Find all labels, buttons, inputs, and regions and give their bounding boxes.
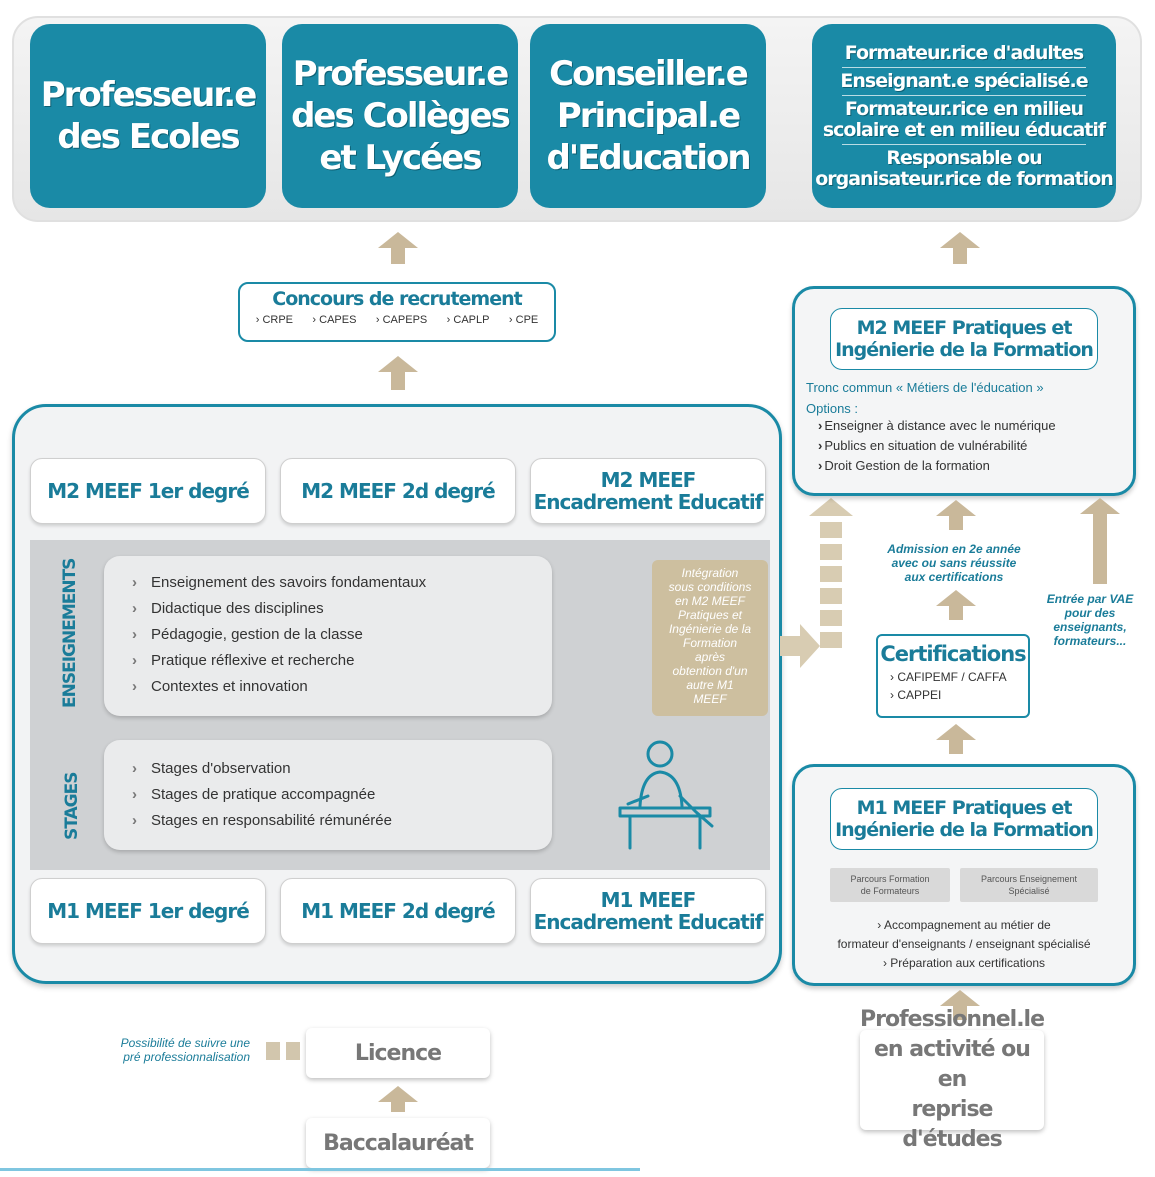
cert-item: › CAPPEI bbox=[890, 688, 942, 702]
dash bbox=[286, 1042, 300, 1060]
m2-2d-degre: M2 MEEF 2d degré bbox=[280, 458, 516, 524]
dashed-arrow-column bbox=[809, 498, 853, 648]
list-item: Stages d'observation bbox=[132, 756, 552, 782]
option-item: Enseigner à distance avec le numérique bbox=[818, 416, 1128, 436]
arrow-up-icon bbox=[936, 724, 976, 754]
arrow-up-icon bbox=[378, 1086, 418, 1112]
licence-label: Licence bbox=[354, 1040, 442, 1066]
student-desk-icon bbox=[618, 740, 714, 850]
divider bbox=[842, 143, 1086, 145]
m2-label: M2 MEEF 1er degré bbox=[47, 479, 250, 503]
job4-line-2: Enseignant.e spécialisé.e bbox=[840, 69, 1088, 92]
m1-pif-body: › Accompagnement au métier de formateur … bbox=[798, 916, 1130, 973]
dash bbox=[266, 1042, 280, 1060]
cert-item: › CAFIPEMF / CAFFA bbox=[890, 670, 1007, 684]
baccalaureat-box: Baccalauréat bbox=[306, 1118, 490, 1168]
m1-label: M1 MEEF 1er degré bbox=[47, 899, 250, 923]
baccalaureat-label: Baccalauréat bbox=[323, 1130, 474, 1156]
arrow-up-icon bbox=[378, 356, 418, 390]
concours-item: › CAPES bbox=[312, 314, 357, 326]
job-label: Conseiller.e Principal.e d'Education bbox=[546, 54, 751, 178]
list-item: Didactique des disciplines bbox=[132, 596, 552, 622]
job-cpe: Conseiller.e Principal.e d'Education bbox=[530, 24, 766, 208]
arrow-up-icon bbox=[936, 590, 976, 620]
divider bbox=[0, 1168, 640, 1171]
job-label: Professeur.e des Collèges et Lycées bbox=[291, 54, 511, 178]
job-formateur: Formateur.rice d'adultes Enseignant.e sp… bbox=[812, 24, 1116, 208]
m1-label: M1 MEEF 2d degré bbox=[301, 899, 495, 923]
job4-line-1: Formateur.rice d'adultes bbox=[844, 41, 1084, 64]
m2-pif-body: Tronc commun « Métiers de l'éducation » … bbox=[806, 380, 1128, 476]
enseignements-label: ENSEIGNEMENTS bbox=[60, 558, 80, 708]
concours-title: Concours de recrutement bbox=[272, 288, 522, 310]
m1-line: › Accompagnement au métier de bbox=[877, 918, 1051, 932]
list-item: Stages en responsabilité rémunérée bbox=[132, 808, 552, 834]
option-item: Droit Gestion de la formation bbox=[818, 456, 1128, 476]
m2-label: M2 MEEF Encadrement Educatif bbox=[533, 468, 764, 514]
preprofessionnalisation-note: Possibilité de suivre une pré profession… bbox=[120, 1036, 250, 1064]
job-professeur-ecoles: Professeur.e des Ecoles bbox=[30, 24, 266, 208]
m1-2d-degre: M1 MEEF 2d degré bbox=[280, 878, 516, 944]
m1-pif-title: M1 MEEF Pratiques et Ingénierie de la Fo… bbox=[835, 797, 1094, 841]
concours-item: › CRPE bbox=[255, 314, 293, 326]
job4-line-3: Formateur.rice en milieu scolaire et en … bbox=[822, 97, 1106, 141]
stages-label: STAGES bbox=[62, 772, 82, 841]
professionnel-label: Professionnel.le en activité ou en repri… bbox=[859, 1007, 1045, 1152]
concours-item: › CPE bbox=[508, 314, 539, 326]
tronc-commun: Tronc commun « Métiers de l'éducation » bbox=[806, 380, 1044, 395]
m1-line: › Préparation aux certifications bbox=[882, 956, 1046, 970]
concours-item: › CAPLP bbox=[446, 314, 490, 326]
options-label: Options : bbox=[806, 401, 859, 416]
arrow-up-icon bbox=[936, 500, 976, 530]
arrow-up-icon bbox=[378, 232, 418, 264]
list-item: Pédagogie, gestion de la classe bbox=[132, 622, 552, 648]
concours-item: › CAPEPS bbox=[375, 314, 428, 326]
licence-box: Licence bbox=[306, 1028, 490, 1078]
divider bbox=[842, 66, 1086, 68]
m2-1er-degre: M2 MEEF 1er degré bbox=[30, 458, 266, 524]
m2-label: M2 MEEF 2d degré bbox=[301, 479, 495, 503]
arrow-up-icon bbox=[940, 232, 980, 264]
certifications-title: Certifications bbox=[880, 642, 1026, 666]
m2-pif-title-box: M2 MEEF Pratiques et Ingénierie de la Fo… bbox=[830, 308, 1098, 370]
integration-note: Intégration sous conditions en M2 MEEF P… bbox=[652, 560, 768, 716]
concours-box: Concours de recrutement › CRPE › CAPES ›… bbox=[238, 282, 556, 342]
vae-note: Entrée par VAE pour des enseignants, for… bbox=[1046, 592, 1134, 648]
m1-line: formateur d'enseignants / enseignant spé… bbox=[837, 937, 1091, 951]
m1-label: M1 MEEF Encadrement Educatif bbox=[533, 888, 764, 934]
list-item: Enseignement des savoirs fondamentaux bbox=[132, 570, 552, 596]
job4-line-4: Responsable ou organisateur.rice de form… bbox=[815, 146, 1114, 190]
enseignements-list: Enseignement des savoirs fondamentaux Di… bbox=[104, 556, 552, 716]
m1-1er-degre: M1 MEEF 1er degré bbox=[30, 878, 266, 944]
arrow-up-icon bbox=[1080, 498, 1120, 584]
m2-encadrement: M2 MEEF Encadrement Educatif bbox=[530, 458, 766, 524]
job-professeur-colleges-lycees: Professeur.e des Collèges et Lycées bbox=[282, 24, 518, 208]
stages-list: Stages d'observation Stages de pratique … bbox=[104, 740, 552, 850]
arrow-right-icon bbox=[780, 624, 820, 668]
parcours-tag: Parcours Formation de Formateurs bbox=[830, 868, 950, 902]
arrow-up-icon bbox=[940, 990, 980, 1020]
option-item: Publics en situation de vulnérabilité bbox=[818, 436, 1128, 456]
job-label: Professeur.e des Ecoles bbox=[40, 75, 258, 157]
certifications-box: Certifications › CAFIPEMF / CAFFA › CAPP… bbox=[876, 634, 1030, 718]
list-item: Pratique réflexive et recherche bbox=[132, 648, 552, 674]
m1-encadrement: M1 MEEF Encadrement Educatif bbox=[530, 878, 766, 944]
list-item: Stages de pratique accompagnée bbox=[132, 782, 552, 808]
m1-pif-title-box: M1 MEEF Pratiques et Ingénierie de la Fo… bbox=[830, 788, 1098, 850]
parcours-tag: Parcours Enseignement Spécialisé bbox=[960, 868, 1098, 902]
divider bbox=[842, 94, 1086, 96]
professionnel-box: Professionnel.le en activité ou en repri… bbox=[860, 1007, 1045, 1152]
admission-note: Admission en 2e année avec ou sans réuss… bbox=[887, 542, 1021, 584]
list-item: Contextes et innovation bbox=[132, 674, 552, 700]
m2-pif-title: M2 MEEF Pratiques et Ingénierie de la Fo… bbox=[835, 317, 1094, 361]
